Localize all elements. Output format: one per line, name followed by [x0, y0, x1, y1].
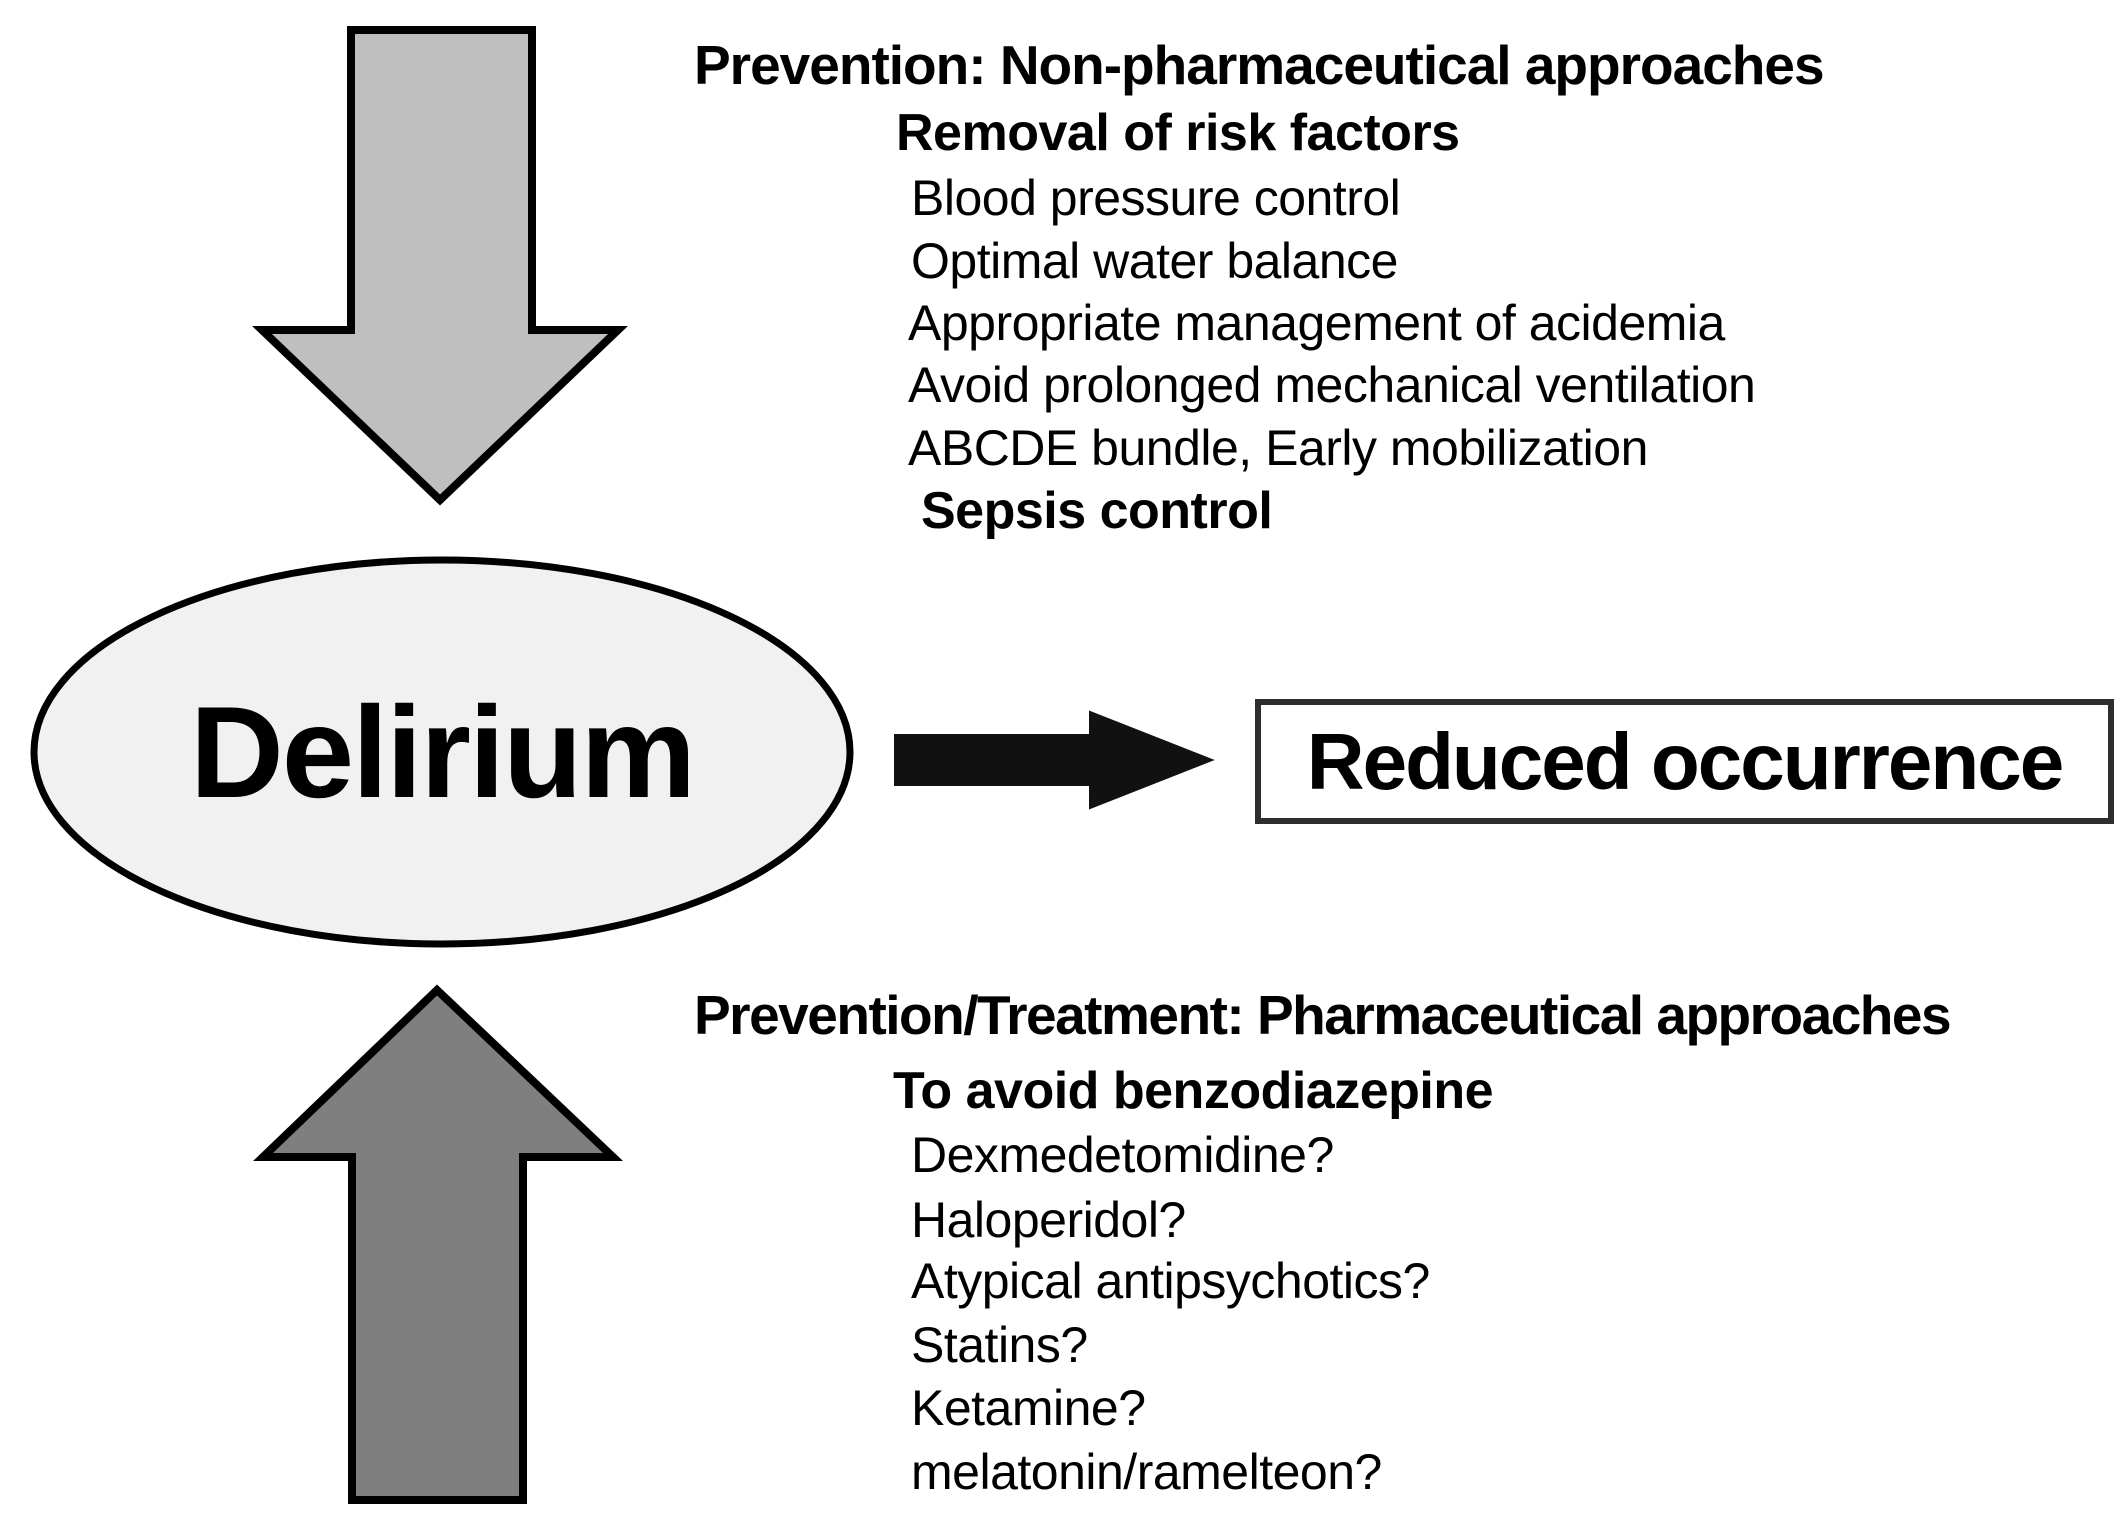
outcome-box-frame [1255, 699, 2114, 824]
up-arrow-icon [253, 984, 624, 1504]
bottom-list-item: Ketamine? [911, 1380, 1146, 1436]
bottom-section-subheading: To avoid benzodiazepine [893, 1062, 1494, 1120]
bottom-list-item: Statins? [911, 1317, 1088, 1373]
right-arrow-icon [894, 710, 1215, 810]
top-section-emphasized-item: Sepsis control [921, 482, 1273, 540]
bottom-list-item: Haloperidol? [911, 1192, 1186, 1248]
delirium-ellipse [30, 556, 854, 948]
down-arrow-icon [252, 26, 628, 506]
top-list-item: Optimal water balance [911, 233, 1398, 289]
top-section-heading: Prevention: Non-pharmaceutical approache… [694, 34, 1825, 96]
outcome-box-label: Reduced occurrence [1306, 716, 2064, 806]
top-list-item: Appropriate management of acidemia [908, 295, 1725, 351]
delirium-label: Delirium [189, 679, 696, 825]
bottom-list-item: melatonin/ramelteon? [911, 1444, 1382, 1500]
top-list-item: ABCDE bundle, Early mobilization [908, 420, 1648, 476]
top-list-item: Avoid prolonged mechanical ventilation [908, 357, 1756, 413]
bottom-list-item: Dexmedetomidine? [911, 1127, 1334, 1183]
top-list-item: Blood pressure control [911, 170, 1401, 226]
top-section-subheading: Removal of risk factors [896, 104, 1460, 162]
bottom-section-heading: Prevention/Treatment: Pharmaceutical app… [694, 984, 1952, 1046]
bottom-list-item: Atypical antipsychotics? [911, 1253, 1430, 1309]
